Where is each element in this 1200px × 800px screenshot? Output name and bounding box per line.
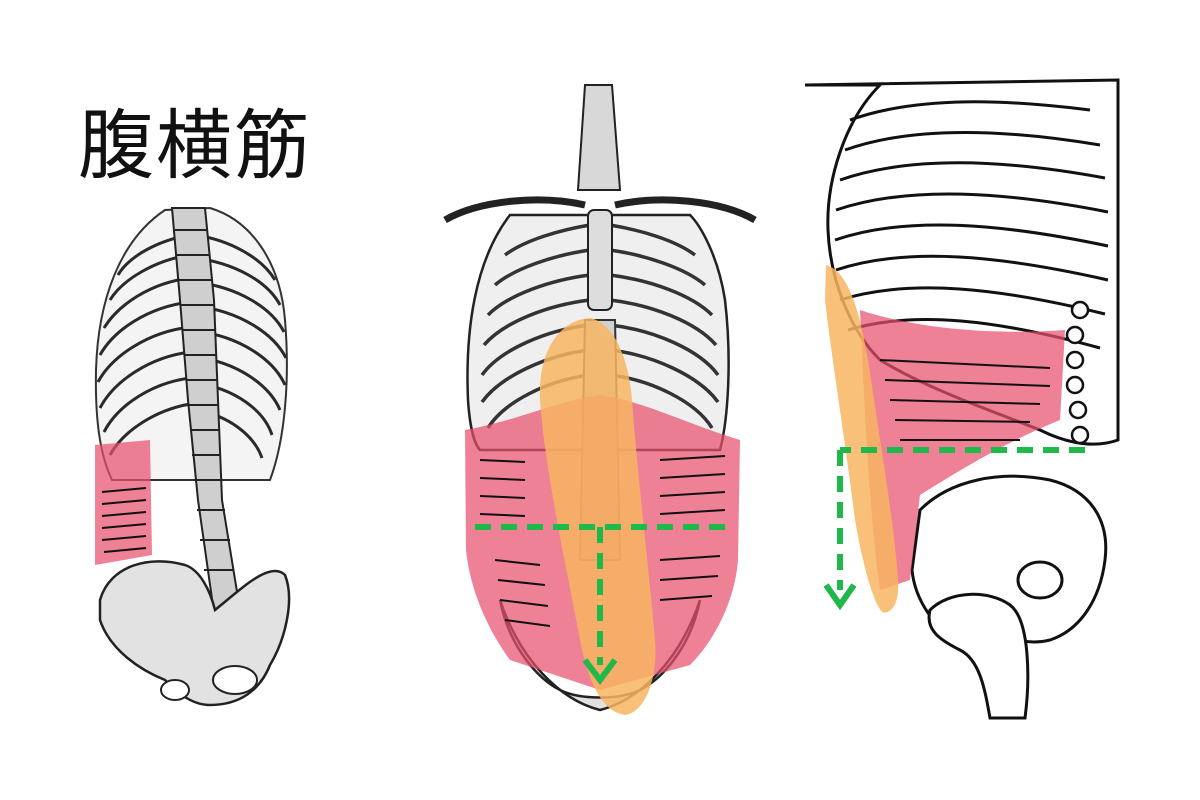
compression-arrow-side	[837, 447, 1085, 590]
back-view-skeleton	[94, 206, 291, 707]
front-view-torso	[443, 84, 757, 715]
clavicle-left	[443, 196, 586, 224]
femur-side	[927, 592, 1030, 720]
arrowhead-side	[823, 583, 857, 611]
pelvis-foramen	[212, 665, 258, 695]
rectus-abdominis-front	[539, 318, 656, 715]
vertebrae-side	[1065, 300, 1090, 445]
page-title: 腹横筋	[78, 101, 312, 190]
rectus-abdominis-side	[825, 265, 899, 613]
muscle-fibers-side	[879, 359, 1051, 441]
pelvis	[98, 560, 291, 707]
sternum	[587, 209, 613, 311]
muscle-fibers	[101, 487, 147, 553]
cervical-spine	[576, 84, 622, 191]
arrowhead-front	[582, 658, 618, 685]
compression-arrow-front	[475, 524, 725, 665]
muscle-fibers-front	[479, 455, 726, 627]
clavicle-right	[614, 196, 757, 224]
side-view-torso	[804, 78, 1120, 720]
